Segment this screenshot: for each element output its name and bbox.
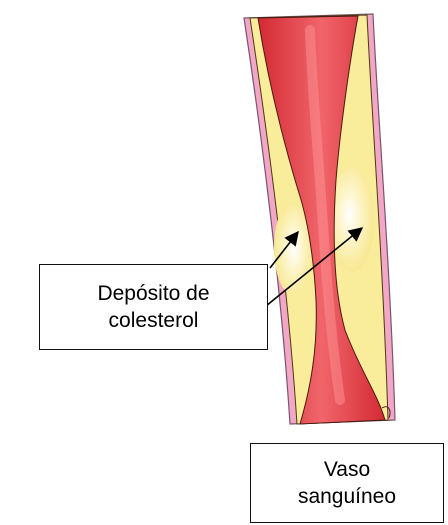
cholesterol-deposit-label-line2: colesterol [109,307,199,334]
cholesterol-deposit-label: Depósito de colesterol [39,264,268,350]
cholesterol-deposit-label-line1: Depósito de [97,280,209,307]
blood-vessel-label-line1: Vaso [324,456,370,483]
blood-vessel-label-line2: sanguíneo [298,483,396,510]
blood-vessel-label: Vaso sanguíneo [250,443,444,523]
cholesterol-deposit-right [330,168,374,272]
cholesterol-deposit-left [274,202,310,294]
